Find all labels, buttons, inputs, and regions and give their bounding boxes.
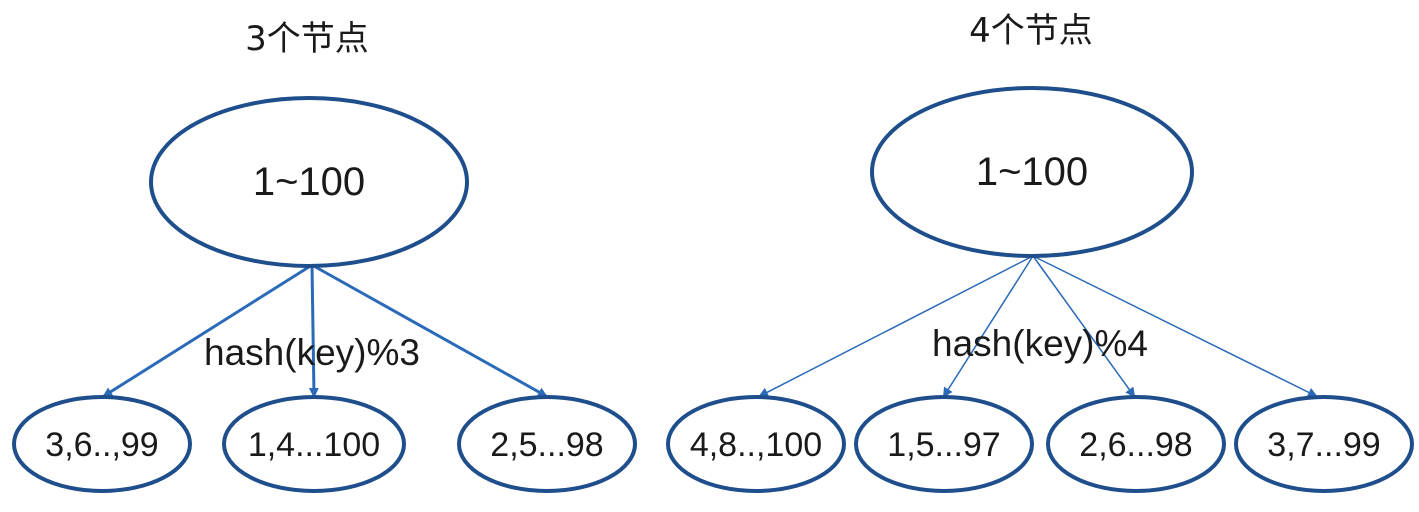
left-edges <box>102 263 548 398</box>
left-diagram: 3个节点 1~100 hash(key)%3 3,6..,99 1,4...10… <box>12 19 637 493</box>
left-edge-1 <box>102 263 313 398</box>
right-leaf-node-2 <box>854 395 1034 493</box>
right-root-node <box>870 86 1194 258</box>
left-leaf-node-2 <box>222 395 406 493</box>
left-leaf-label-2: 1,4...100 <box>248 426 380 464</box>
right-edges <box>758 255 1318 398</box>
right-edge-1 <box>758 255 1034 397</box>
right-leaf-label-2: 1,5...97 <box>887 426 1000 464</box>
left-hash-label: hash(key)%3 <box>204 332 420 373</box>
left-title: 3个节点 <box>245 19 369 59</box>
left-root-label: 1~100 <box>253 160 365 204</box>
right-root-label: 1~100 <box>976 150 1088 194</box>
left-edge-3 <box>311 263 548 398</box>
left-root-node <box>149 96 469 268</box>
right-leaf-label-4: 3,7...99 <box>1267 426 1380 464</box>
left-leaf-node-3 <box>457 395 637 493</box>
left-leaf-label-3: 2,5...98 <box>490 426 603 464</box>
right-leaf-label-3: 2,6...98 <box>1079 426 1192 464</box>
right-leaf-node-3 <box>1046 395 1226 493</box>
right-hash-label: hash(key)%4 <box>932 323 1148 364</box>
left-leaf-node-1 <box>12 395 192 493</box>
left-edge-2 <box>308 264 319 398</box>
right-leaf-label-1: 4,8..,100 <box>690 426 822 464</box>
right-leaf-node-4 <box>1234 395 1414 493</box>
right-edge-4 <box>1032 255 1318 397</box>
right-diagram: 4个节点 1~100 hash(key)%4 4,8..,100 1,5...9… <box>666 11 1414 493</box>
right-title: 4个节点 <box>969 11 1093 51</box>
right-edge-3 <box>1032 255 1136 398</box>
right-leaf-node-1 <box>666 395 846 493</box>
left-leaf-label-1: 3,6..,99 <box>45 426 158 464</box>
right-edge-2 <box>942 255 1034 398</box>
